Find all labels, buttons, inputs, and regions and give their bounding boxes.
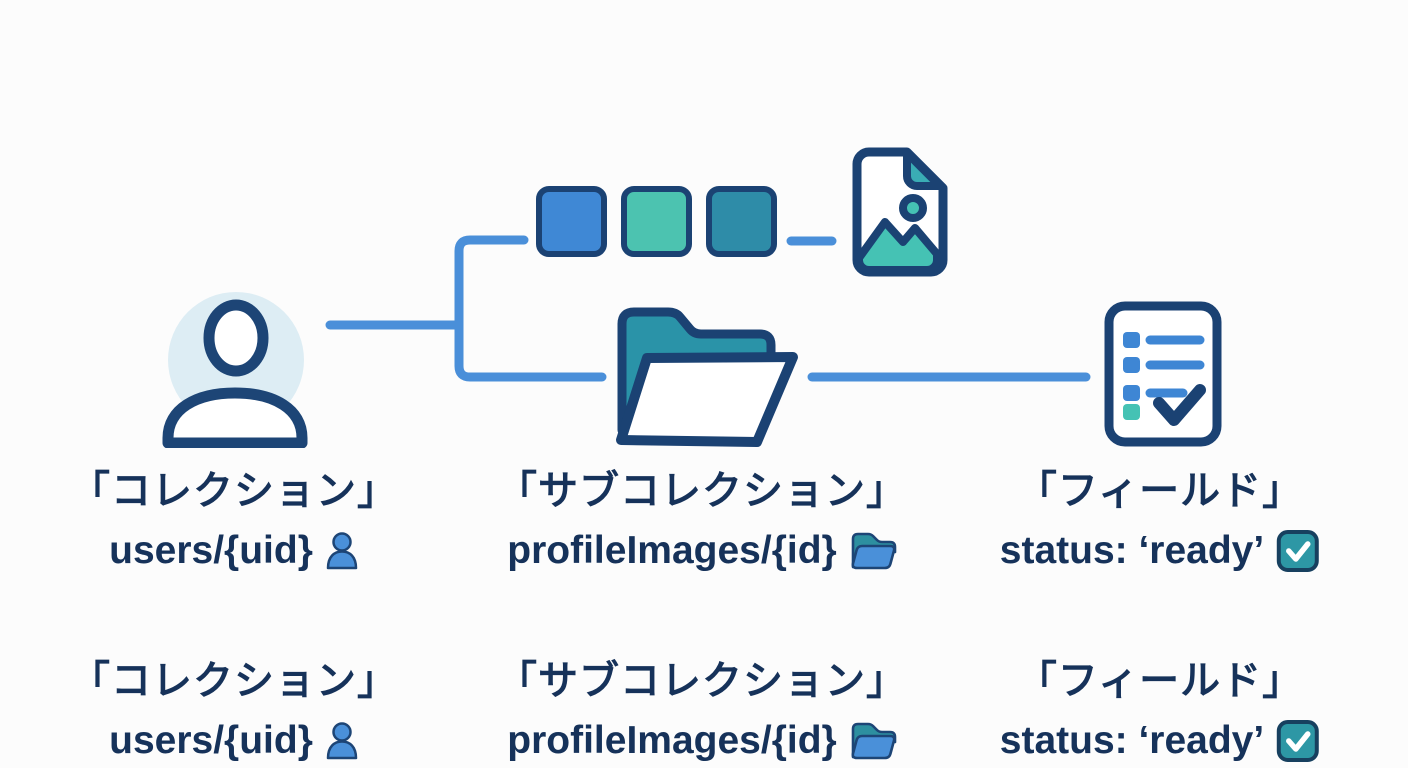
- teal-square: [621, 186, 692, 257]
- label-subcollection-row1: 「サブコレクション」 profileImages/{id}: [497, 458, 907, 573]
- checkbox-glyph: [1277, 530, 1320, 572]
- label-field-row1: 「フィールド」 status: ‘ready’: [1000, 458, 1320, 573]
- subcollection-path: profileImages/{id}: [507, 719, 837, 762]
- image-file-icon: [852, 147, 948, 277]
- collection-heading: 「コレクション」: [70, 659, 398, 703]
- folder-glyph: [851, 722, 897, 760]
- collection-path: users/{uid}: [109, 529, 313, 572]
- label-collection-row1: 「コレクション」 users/{uid}: [70, 458, 398, 573]
- checklist-icon: [1104, 301, 1222, 447]
- connector-branch-up: [454, 235, 529, 330]
- checkbox-glyph: [1277, 720, 1320, 762]
- collection-heading: 「コレクション」: [70, 469, 398, 513]
- folder-glyph: [851, 532, 897, 570]
- label-subcollection-row2: 「サブコレクション」 profileImages/{id}: [497, 648, 907, 763]
- user-glyph: [326, 532, 358, 570]
- field-value: status: ‘ready’: [999, 529, 1265, 572]
- user-glyph: [326, 722, 358, 760]
- user-icon: [162, 299, 308, 448]
- connector-branch-down: [454, 320, 607, 382]
- open-folder-icon: [616, 307, 798, 447]
- collection-path: users/{uid}: [109, 719, 313, 762]
- label-collection-row2: 「コレクション」 users/{uid}: [70, 648, 398, 763]
- subcollection-path: profileImages/{id}: [507, 529, 837, 572]
- field-heading: 「フィールド」: [1016, 659, 1304, 703]
- blue-square: [536, 186, 607, 257]
- dark-teal-square: [706, 186, 777, 257]
- field-heading: 「フィールド」: [1016, 469, 1304, 513]
- subcollection-heading: 「サブコレクション」: [497, 659, 907, 703]
- label-field-row2: 「フィールド」 status: ‘ready’: [1000, 648, 1320, 763]
- subcollection-heading: 「サブコレクション」: [497, 469, 907, 513]
- field-value: status: ‘ready’: [999, 719, 1265, 762]
